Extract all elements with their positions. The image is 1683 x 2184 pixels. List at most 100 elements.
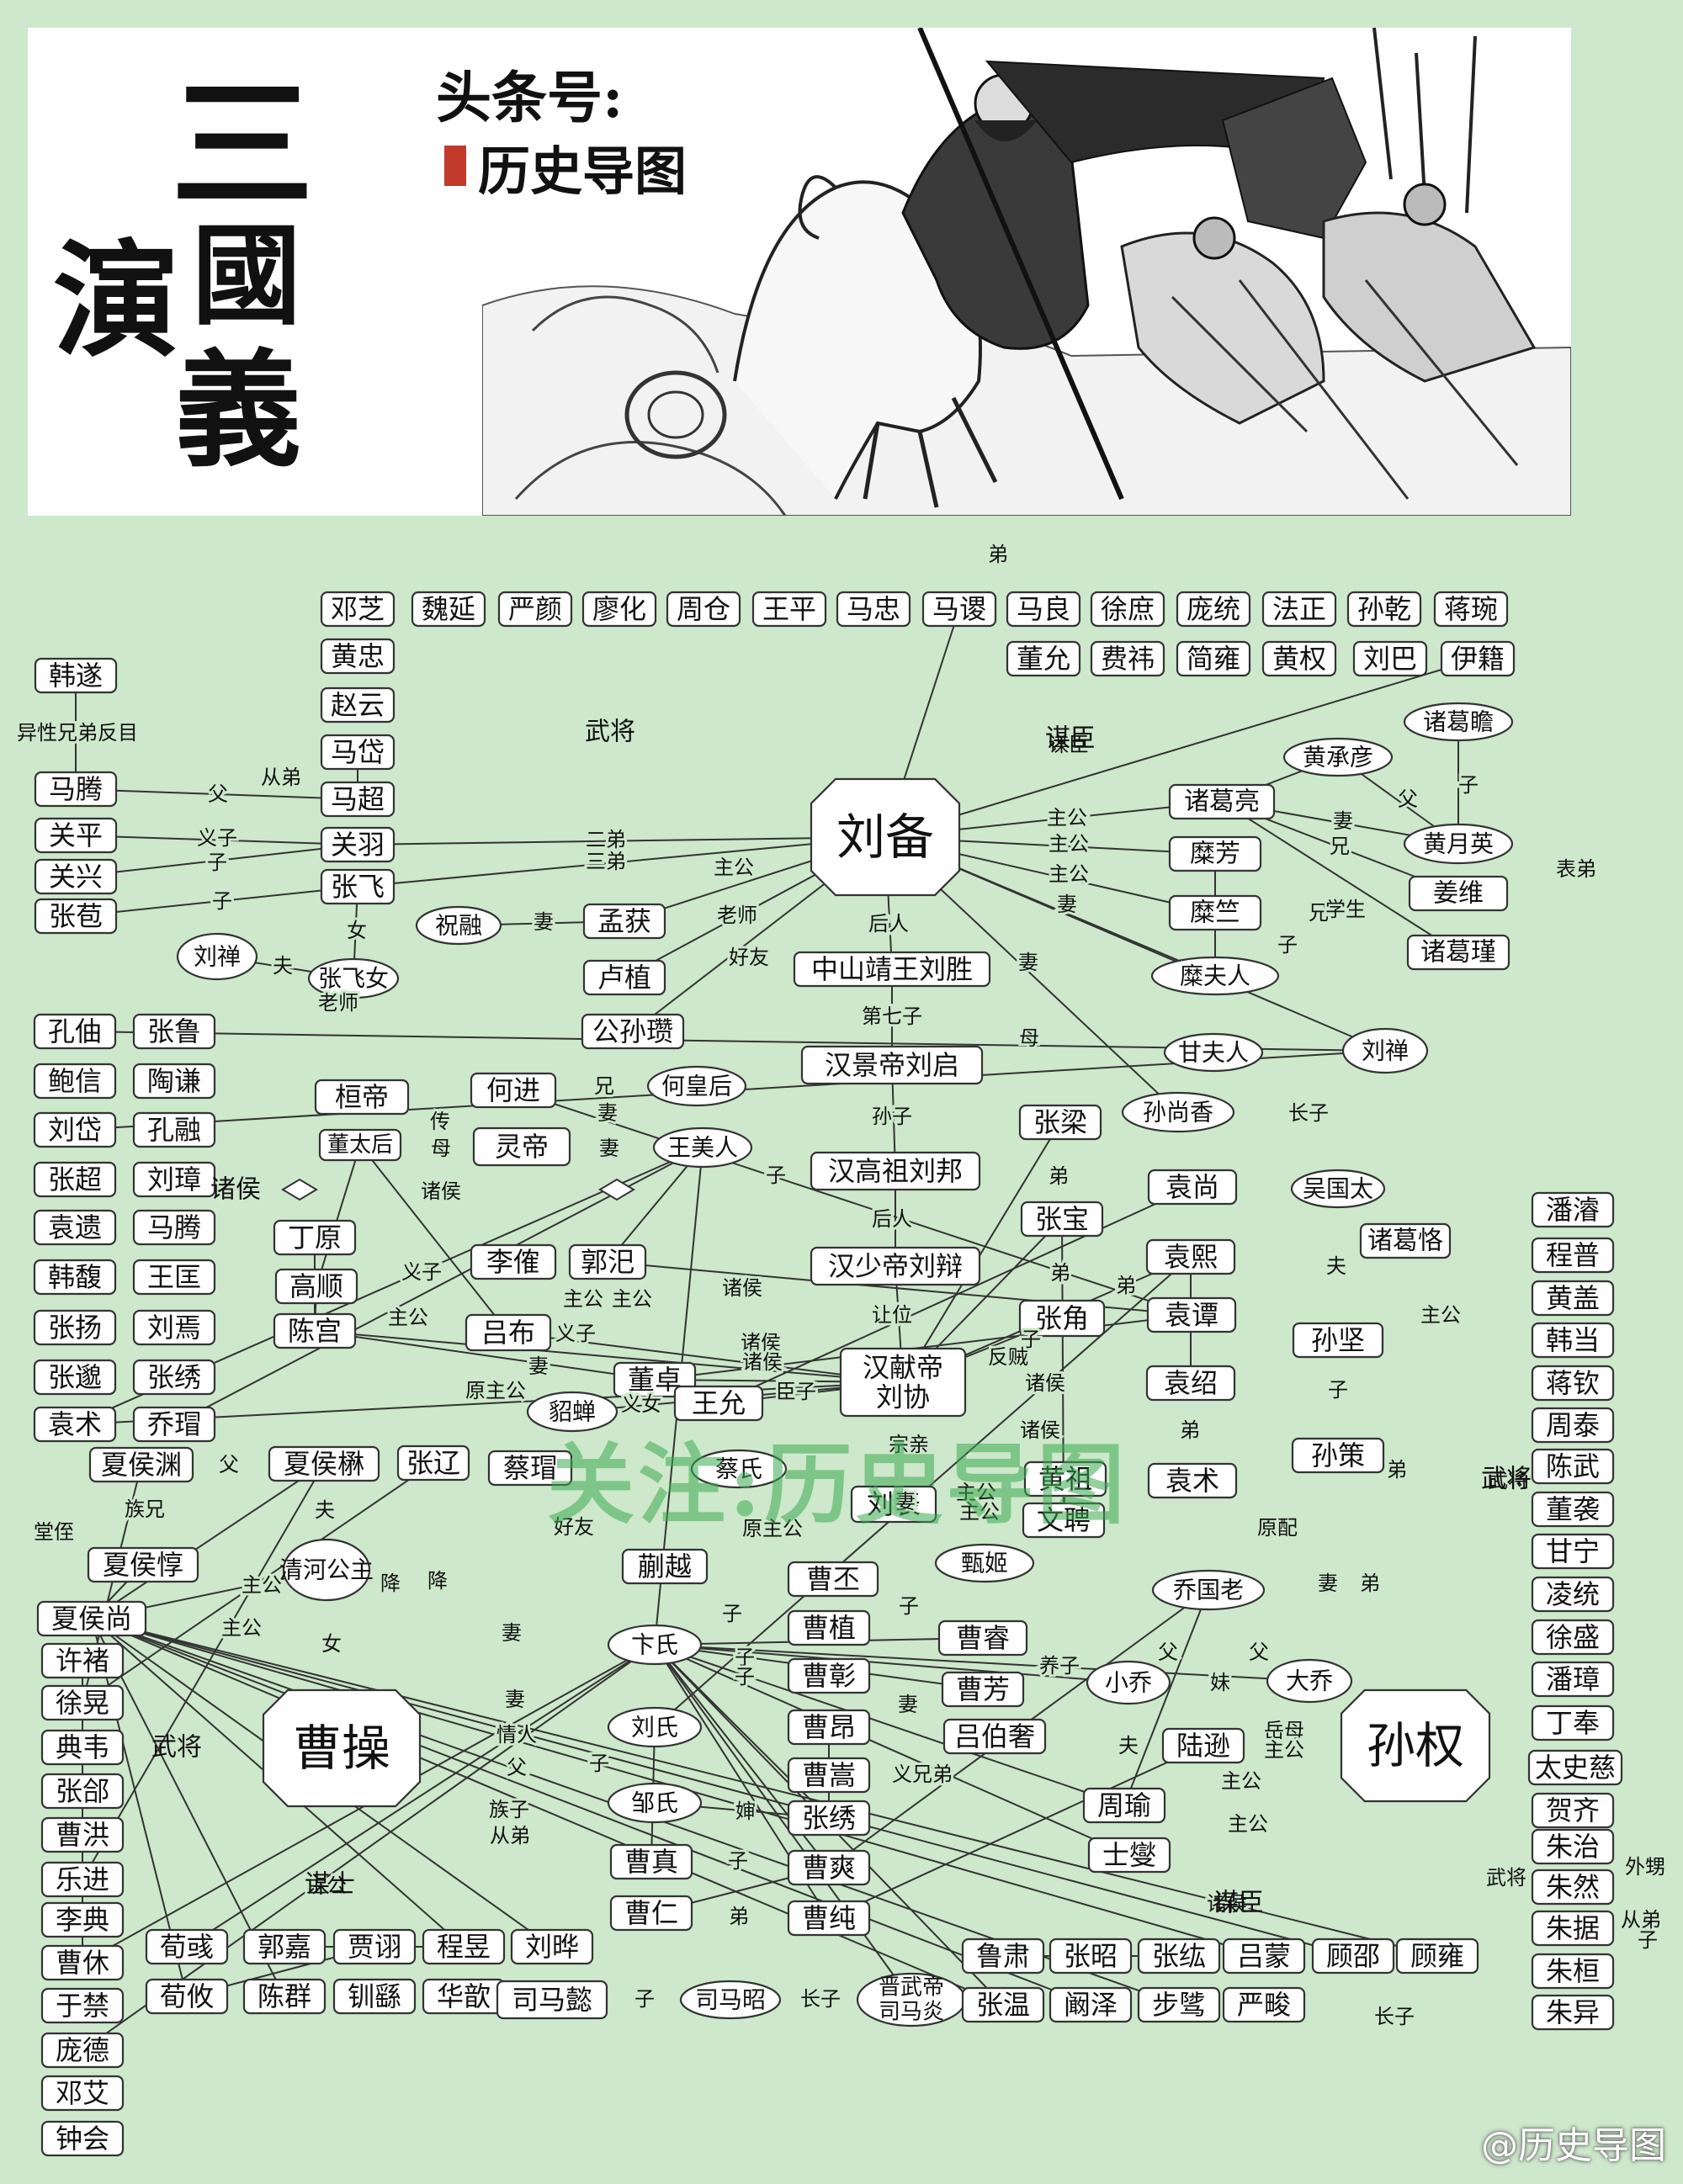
node-86: 貂蝉: [526, 1391, 619, 1433]
node-97: 文聘: [1022, 1502, 1106, 1539]
node-box: [34, 898, 118, 935]
node-132: 卞氏: [607, 1624, 703, 1666]
node-box: [1020, 1201, 1104, 1238]
node-text: 郭汜: [581, 1246, 634, 1278]
node-text: 丁奉: [1546, 1707, 1600, 1739]
node-text: 董卓: [628, 1364, 682, 1396]
node-19: 伊籍: [1440, 640, 1516, 677]
node-box: [582, 959, 666, 996]
node-48: 黄月英: [1403, 823, 1514, 865]
node-33: 祝融: [415, 905, 502, 946]
node-box: [145, 1978, 229, 2015]
node-box: [40, 1773, 125, 1810]
node-box: [1018, 1104, 1102, 1141]
node-87: 王允: [673, 1385, 764, 1422]
node-text: 廖化: [592, 593, 646, 625]
node-131: 曹芳: [941, 1671, 1025, 1708]
link-label-27: 兄: [1309, 901, 1329, 925]
section-label-6: 谋臣: [1213, 1889, 1264, 1918]
node-text: 曹纯: [802, 1902, 856, 1934]
link-label-85: 子: [735, 1665, 755, 1688]
node-20: 黄忠: [320, 638, 396, 675]
node-text: 张绣: [802, 1802, 856, 1834]
link-label-31: 子: [1277, 933, 1298, 957]
node-155: 陈群: [242, 1978, 327, 2015]
node-16: 简雍: [1176, 640, 1251, 677]
node-text: 汉景帝刘启: [825, 1049, 959, 1081]
node-text: 简雍: [1187, 643, 1240, 675]
node-ellipse: [1290, 1169, 1386, 1209]
link-label-18: 孙子: [872, 1105, 912, 1128]
label-layer: 弟异性兄弟反目从弟父义子子二弟三弟子女夫妻主公老师老师好友后人第七子孙子后人让位…: [14, 540, 1668, 2031]
link-label-51: 妻: [528, 1354, 549, 1378]
node-text: 张扬: [48, 1312, 102, 1344]
node-text: 卢植: [597, 962, 651, 994]
node-148: 士燮: [1087, 1837, 1171, 1874]
node-box: [787, 1657, 871, 1694]
node-text: 袁绍: [1164, 1367, 1218, 1399]
node-text: 陶谦: [147, 1065, 201, 1097]
group-diamond-1: [598, 1178, 635, 1201]
node-text: 中山靖王刘胜: [811, 953, 973, 985]
node-text: 晋武帝: [879, 1975, 944, 2001]
node-box: [1531, 1994, 1615, 2031]
section-label-2: 诸侯: [210, 1175, 261, 1205]
link-label-25: 妻: [1057, 893, 1077, 916]
link-label-72: 弟: [1387, 1458, 1407, 1482]
node-box: [1359, 1222, 1452, 1259]
node-120: 曹休: [40, 1944, 125, 1981]
node-box: [793, 951, 991, 988]
node-box: [1087, 1837, 1171, 1874]
link-label-112: 外甥: [1625, 1855, 1665, 1879]
node-18: 刘巴: [1352, 640, 1428, 677]
node-box: [510, 1928, 594, 1965]
node-text: 张宝: [1035, 1203, 1089, 1235]
node-octagon: [262, 1688, 422, 1808]
node-text: 鲍信: [48, 1065, 102, 1097]
node-138: 张绣: [787, 1800, 871, 1837]
node-text: 孙权: [1367, 1717, 1464, 1774]
link-label-36: 妻: [597, 1101, 618, 1125]
node-76: 何皇后: [646, 1065, 747, 1107]
node-64: 马腾: [132, 1209, 216, 1246]
connector-93: [828, 1745, 1204, 1919]
node-156: 钏繇: [332, 1978, 417, 2015]
node-text: 阚泽: [1064, 1989, 1118, 2021]
node-43: 诸葛亮: [1168, 783, 1276, 820]
node-text: 张温: [976, 1989, 1030, 2021]
seal-stamp: [444, 146, 466, 186]
node-173: 黄盖: [1531, 1280, 1615, 1317]
link-label-16: 后人: [868, 912, 909, 936]
link-label-98: 弟: [729, 1905, 749, 1928]
link-label-97: 子: [728, 1849, 748, 1873]
node-text: 张昭: [1064, 1940, 1118, 1972]
link-label-60: 弟: [1180, 1418, 1200, 1442]
node-text: 贺齐: [1546, 1794, 1600, 1826]
node-box: [581, 1013, 685, 1050]
node-box: [609, 1843, 693, 1880]
node-text: 曹仁: [624, 1897, 678, 1929]
node-box: [1311, 1938, 1395, 1975]
node-text: 刘晔: [525, 1931, 579, 1963]
node-ellipse: [679, 1980, 782, 2020]
node-175: 蒋钦: [1531, 1365, 1615, 1402]
node-189: 朱桓: [1531, 1953, 1615, 1990]
node-ellipse: [934, 1543, 1035, 1583]
node-box: [36, 1600, 147, 1637]
node-text: 诸葛瑾: [1420, 938, 1496, 967]
node-57: 鲍信: [33, 1063, 117, 1100]
node-box: [1395, 1938, 1479, 1975]
node-122: 庞德: [40, 2032, 125, 2069]
node-text: 孟获: [597, 905, 651, 937]
node-box: [1146, 1296, 1237, 1333]
link-label-63: 主公: [956, 1481, 996, 1504]
link-label-65: 妻: [895, 1490, 916, 1513]
node-text: 荀攸: [160, 1980, 214, 2012]
node-159: 司马昭: [679, 1980, 782, 2020]
link-label-38: 母: [431, 1137, 451, 1160]
link-label-50: 原主公: [465, 1379, 526, 1402]
node-182: 潘璋: [1531, 1661, 1615, 1698]
node-text: 曹丕: [806, 1563, 860, 1595]
node-text: 刘璋: [147, 1164, 201, 1195]
node-164: 吕蒙: [1222, 1938, 1306, 1975]
